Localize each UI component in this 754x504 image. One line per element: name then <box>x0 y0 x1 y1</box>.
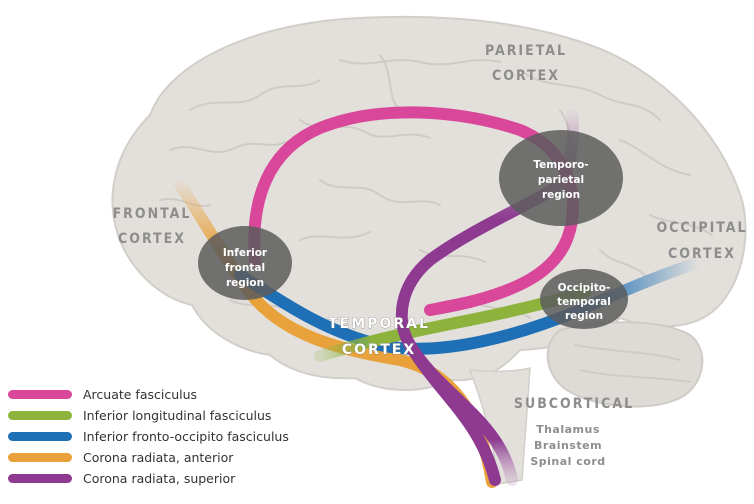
subcortical-item-spinal-cord: Spinal cord <box>530 455 605 468</box>
occipito-temporal-line-3: region <box>565 310 603 322</box>
temporo-parietal-line-3: region <box>542 189 580 201</box>
parietal-label-line-2: CORTEX <box>492 68 560 84</box>
occipital-label-line-2: CORTEX <box>668 246 736 262</box>
subcortical-label: SUBCORTICAL <box>514 396 634 412</box>
legend-item-corona-superior: Corona radiata, superior <box>8 468 338 489</box>
legend-label: Inferior longitudinal fasciculus <box>83 408 272 423</box>
inferior-frontal-region: Inferior frontal region <box>198 226 292 300</box>
legend-swatch <box>8 390 72 399</box>
subcortical-item-brainstem: Brainstem <box>534 439 602 452</box>
legend-item-corona-anterior: Corona radiata, anterior <box>8 447 338 468</box>
occipito-temporal-line-2: temporal <box>557 296 611 308</box>
legend-label: Arcuate fasciculus <box>83 387 198 402</box>
subcortical-item-thalamus: Thalamus <box>536 423 600 436</box>
corona-radiata-superior-tract-lower <box>404 339 518 486</box>
temporo-parietal-region: Temporo- parietal region <box>499 130 623 226</box>
arcuate-fasciculus-tract <box>248 106 579 316</box>
legend-label: Inferior fronto-occipito fasciculus <box>83 429 289 444</box>
frontal-label-line-2: CORTEX <box>118 231 186 247</box>
legend-swatch <box>8 432 72 441</box>
inferior-frontal-line-1: Inferior <box>223 247 268 259</box>
legend-label: Corona radiata, anterior <box>83 450 234 465</box>
temporo-parietal-line-2: parietal <box>538 174 584 186</box>
cortex-labels: PARIETAL CORTEX FRONTAL CORTEX OCCIPITAL… <box>113 43 747 412</box>
legend-swatch <box>8 474 72 483</box>
regions: Temporo- parietal region Inferior fronta… <box>198 130 628 329</box>
temporal-label-line-2: CORTEX <box>342 342 416 358</box>
inferior-frontal-line-2: frontal <box>225 262 265 274</box>
inferior-fronto-occipito-fasciculus-tract <box>234 256 706 355</box>
occipito-temporal-line-1: Occipito- <box>558 282 611 294</box>
legend-swatch <box>8 411 72 420</box>
occipital-label-line-1: OCCIPITAL <box>656 220 747 236</box>
occipito-temporal-region: Occipito- temporal region <box>540 269 628 329</box>
temporal-label-line-1: TEMPORAL <box>328 316 430 332</box>
legend: Arcuate fasciculus Inferior longitudinal… <box>8 384 338 489</box>
subcortical-list: Thalamus Brainstem Spinal cord <box>530 423 605 468</box>
parietal-label-line-1: PARIETAL <box>485 43 567 59</box>
cerebellum-shape <box>546 321 704 408</box>
inferior-frontal-line-3: region <box>226 277 264 289</box>
legend-item-arcuate: Arcuate fasciculus <box>8 384 338 405</box>
legend-item-inferior-longitudinal: Inferior longitudinal fasciculus <box>8 405 338 426</box>
legend-item-inferior-fronto-occipito: Inferior fronto-occipito fasciculus <box>8 426 338 447</box>
temporo-parietal-line-1: Temporo- <box>533 159 588 171</box>
frontal-label-line-1: FRONTAL <box>113 206 192 222</box>
arcuate-fasciculus-tract-fade <box>424 296 476 316</box>
legend-swatch <box>8 453 72 462</box>
legend-label: Corona radiata, superior <box>83 471 236 486</box>
